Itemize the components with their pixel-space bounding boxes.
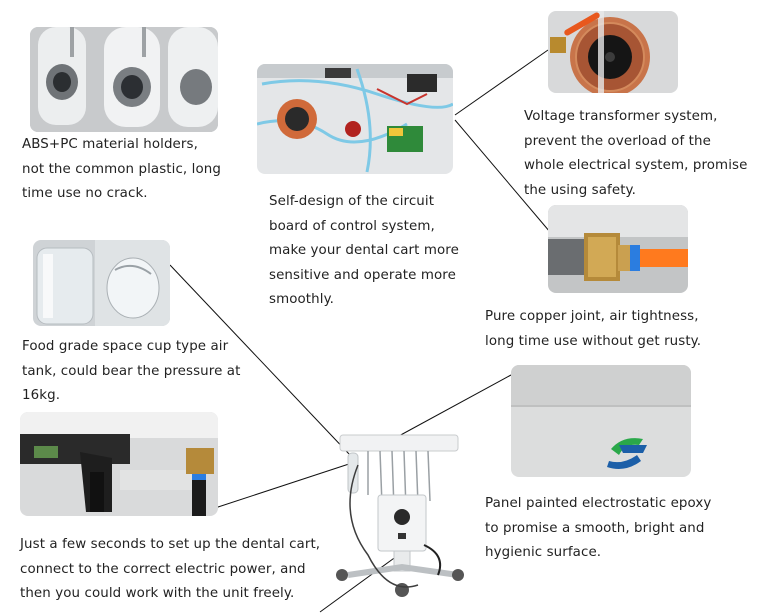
caption-panel: Panel painted electrostatic epoxy to pro… [485, 492, 711, 566]
caption-panel-line-2: to promise a smooth, bright and [485, 520, 705, 536]
caption-circuit-line-3: make your dental cart more [269, 243, 459, 259]
caption-panel-line-1: Panel painted electrostatic epoxy [485, 496, 712, 511]
caption-transformer: Voltage transformer system, prevent the … [524, 105, 747, 203]
caption-setup-line-1: Just a few seconds to set up the dental … [20, 537, 321, 552]
caption-circuit-line-2: board of control system, [269, 218, 435, 234]
caption-holders-line-2: not the common plastic, long [22, 161, 221, 177]
caption-setup-line-3: then you could work with the unit freely… [20, 586, 295, 602]
caption-circuit-line-1: Self-design of the circuit [269, 194, 435, 209]
caption-tank-line-3: 16kg. [22, 388, 61, 404]
caption-copper: Pure copper joint, air tightness, long t… [485, 305, 701, 354]
caption-tank: Food grade space cup type air tank, coul… [22, 335, 240, 409]
caption-transformer-line-2: prevent the overload of the [524, 133, 711, 149]
dental-cart-illustration [328, 425, 468, 605]
caption-transformer-line-1: Voltage transformer system, [524, 109, 718, 124]
caption-circuit-line-4: sensitive and operate more [269, 267, 456, 283]
caption-setup-line-2: connect to the correct electric power, a… [20, 561, 306, 577]
caption-panel-line-3: hygienic surface. [485, 545, 602, 561]
caption-tank-line-1: Food grade space cup type air [22, 339, 229, 354]
holder-photo [30, 27, 218, 132]
caption-tank-line-2: tank, could bear the pressure at [22, 363, 241, 379]
caption-holders-line-1: ABS+PC material holders, [22, 137, 198, 152]
caption-transformer-line-3: whole electrical system, promise [524, 158, 748, 174]
circuit-photo [257, 64, 453, 174]
caption-copper-line-1: Pure copper joint, air tightness, [485, 309, 699, 324]
panel-logo-photo [511, 365, 691, 477]
transformer-photo [548, 11, 678, 93]
caption-transformer-line-4: the using safety. [524, 182, 637, 198]
air-tank-photo [33, 240, 170, 326]
caption-holders-line-3: time use no crack. [22, 186, 148, 202]
caption-copper-line-2: long time use without get rusty. [485, 333, 702, 349]
power-plug-photo [20, 412, 218, 516]
caption-setup: Just a few seconds to set up the dental … [20, 533, 320, 607]
copper-joint-photo [548, 205, 688, 293]
caption-holders: ABS+PC material holders, not the common … [22, 133, 221, 207]
caption-circuit: Self-design of the circuit board of cont… [269, 190, 459, 313]
caption-circuit-line-5: smoothly. [269, 292, 335, 308]
